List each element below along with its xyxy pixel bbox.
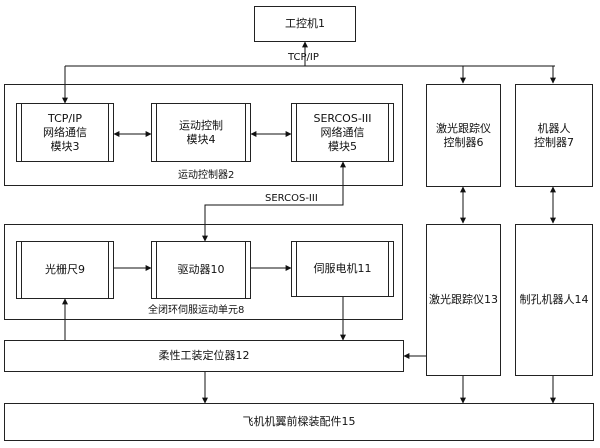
tcp-ip-module-label: TCP/IP 网络通信 模块3 — [43, 111, 87, 153]
servo-motor-label: 伺服电机11 — [313, 262, 372, 275]
flexible-positioner-box: 柔性工装定位器12 — [4, 340, 404, 372]
motion-control-module-inner — [156, 104, 246, 161]
motion-control-module-box: 运动控制 模块4 — [151, 103, 251, 162]
motion-controller-label: 运动控制器2 — [178, 170, 235, 181]
closed-loop-servo-unit-label: 全闭环伺服运动单元8 — [148, 305, 245, 316]
sercos-link — [202, 161, 346, 242]
driver-inner — [156, 242, 246, 298]
motion-control-module-label: 运动控制 模块4 — [179, 118, 223, 146]
servo-motor-box: 伺服电机11 — [291, 241, 394, 297]
tcp-ip-bus — [65, 42, 555, 67]
flexible-positioner-label: 柔性工装定位器12 — [158, 349, 250, 362]
sercos-module-label: SERCOS-III 网络通信 模块5 — [313, 111, 372, 153]
wing-assembly-label: 飞机机翼前樑装配件15 — [242, 415, 356, 428]
ipc-box: 工控机1 — [254, 6, 356, 42]
driver-label: 驱动器10 — [177, 263, 225, 276]
ipc-label: 工控机1 — [285, 17, 325, 30]
sercos-module-inner — [296, 104, 389, 161]
robot-controller-box: 机器人 控制器7 — [515, 84, 593, 187]
laser-tracker-controller-box: 激光跟踪仪 控制器6 — [426, 84, 501, 187]
tcp-ip-link-label: TCP/IP — [288, 52, 319, 63]
closed-loop-servo-unit-frame — [4, 224, 403, 320]
sercos-module-box: SERCOS-III 网络通信 模块5 — [291, 103, 394, 162]
sercos-link-label: SERCOS-III — [265, 193, 318, 204]
grating-scale-box: 光栅尺9 — [16, 241, 114, 299]
robot-controller-label: 机器人 控制器7 — [534, 121, 574, 149]
motion-controller-frame — [4, 84, 403, 186]
laser-tracker-label: 激光跟踪仪13 — [429, 293, 498, 306]
grating-scale-inner — [21, 242, 109, 298]
drilling-robot-box: 制孔机器人14 — [515, 224, 593, 376]
grating-scale-label: 光栅尺9 — [45, 263, 85, 276]
driver-box: 驱动器10 — [151, 241, 251, 299]
drilling-robot-label: 制孔机器人14 — [519, 293, 589, 306]
servo-motor-inner — [296, 242, 389, 296]
tcp-ip-module-inner — [21, 104, 109, 161]
tcp-ip-module-box: TCP/IP 网络通信 模块3 — [16, 103, 114, 162]
laser-tracker-controller-label: 激光跟踪仪 控制器6 — [436, 121, 491, 149]
wing-assembly-box: 飞机机翼前樑装配件15 — [4, 403, 594, 441]
laser-tracker-box: 激光跟踪仪13 — [426, 224, 501, 376]
